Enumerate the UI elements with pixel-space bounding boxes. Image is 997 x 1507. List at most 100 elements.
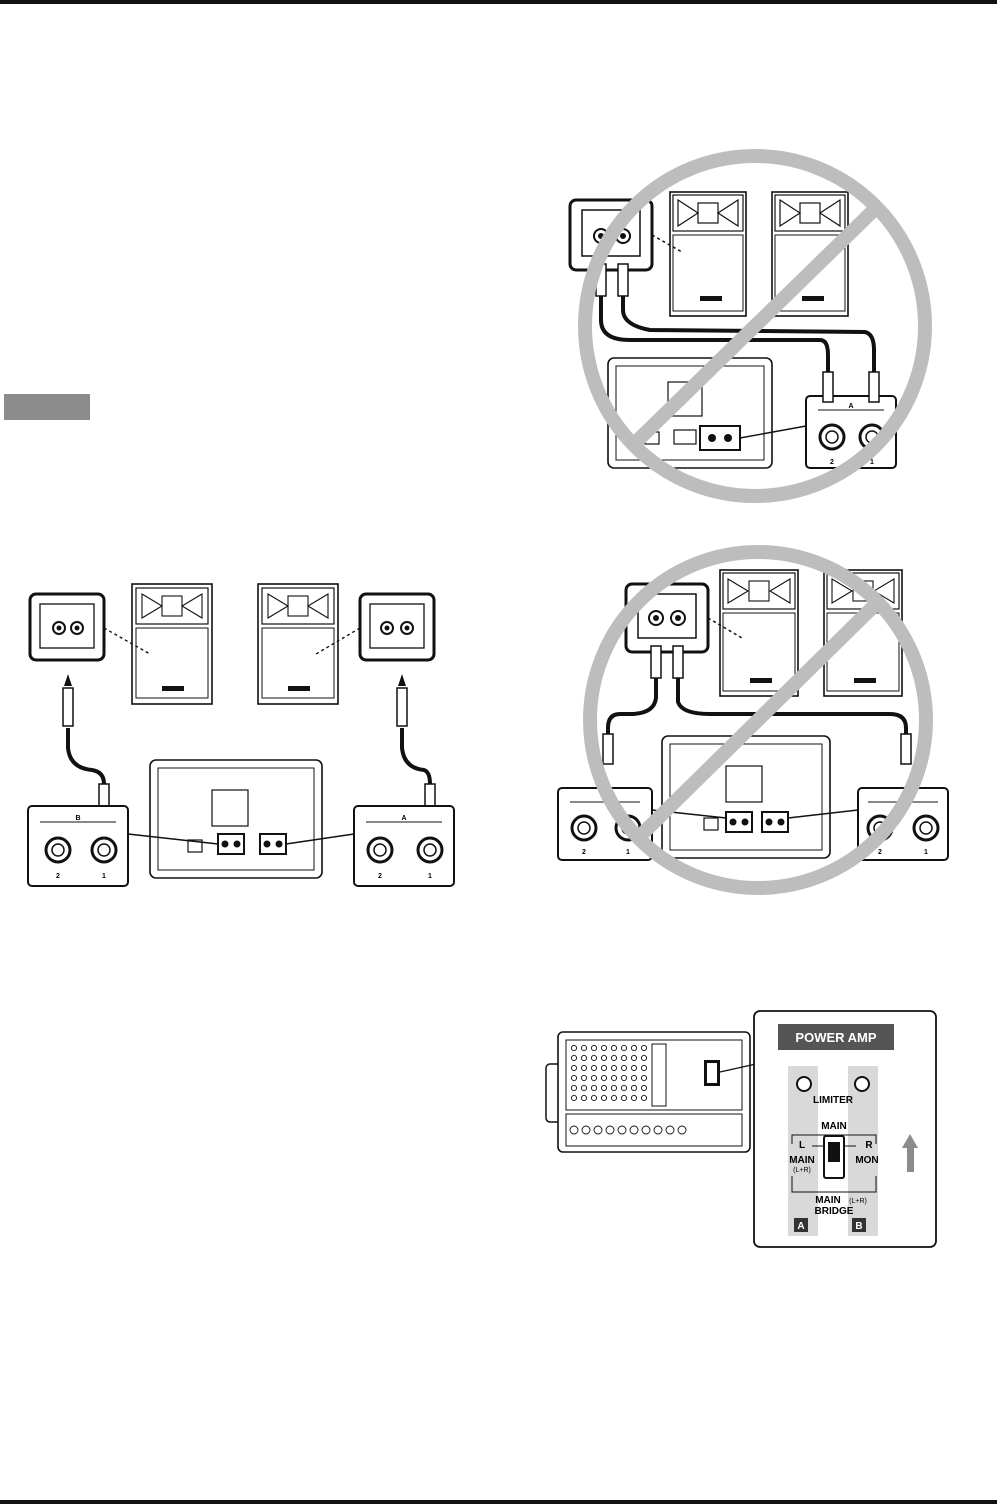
mixer-knob	[630, 1064, 638, 1072]
bridge-sub: (L+R)	[849, 1198, 867, 1205]
mixer-front-panel	[545, 1031, 751, 1153]
mixer-knob	[580, 1074, 588, 1082]
mixer-knob	[580, 1084, 588, 1092]
jack-label: 2	[878, 849, 882, 856]
mixer-knob	[630, 1094, 638, 1102]
speaker-left	[131, 583, 213, 705]
mixer-input-jack	[665, 1125, 675, 1135]
mixer-input-jack	[629, 1125, 639, 1135]
bottom-rule	[0, 1500, 997, 1504]
speaker-jack-panel-right	[358, 592, 436, 662]
figure-power-amp-mode: POWER AMP LIMITER MAIN L R MAIN (L+R) MO…	[545, 1010, 937, 1248]
mixer-knob	[580, 1064, 588, 1072]
jack-label: 1	[626, 849, 630, 856]
mixer-knob	[620, 1084, 628, 1092]
l-label: L	[799, 1140, 805, 1151]
jack-label: 1	[870, 459, 874, 466]
mixer-knob	[600, 1084, 608, 1092]
mixer-knob	[640, 1044, 648, 1052]
jack-label: 2	[378, 873, 382, 880]
jack-label: 1	[924, 849, 928, 856]
mixer-input-jack	[581, 1125, 591, 1135]
prohibited-icon	[583, 545, 933, 895]
mixer-knob	[570, 1064, 578, 1072]
speaker-jack-panel-left	[28, 592, 106, 662]
mixer-knob	[610, 1044, 618, 1052]
mixer-input-jack	[641, 1125, 651, 1135]
mixer-knob	[580, 1054, 588, 1062]
mixer-knob	[590, 1094, 598, 1102]
main-label: MAIN	[821, 1121, 847, 1132]
mixer-knob	[630, 1054, 638, 1062]
jack-label: 2	[582, 849, 586, 856]
mixer-knob	[570, 1084, 578, 1092]
mixer-input-jack	[569, 1125, 579, 1135]
mixer-knob	[620, 1054, 628, 1062]
power-amp-panel: POWER AMP LIMITER MAIN L R MAIN (L+R) MO…	[753, 1010, 937, 1248]
mixer-knob	[590, 1044, 598, 1052]
main-lr-label: MAIN	[789, 1155, 815, 1166]
limiter-label: LIMITER	[813, 1095, 854, 1106]
mixer-knob	[590, 1064, 598, 1072]
jack-label: 2	[830, 459, 834, 466]
figure-incorrect-connection-1: A 2 1	[568, 149, 932, 503]
jack-label: 1	[102, 873, 106, 880]
mixer-knob	[620, 1094, 628, 1102]
arrow-up-icon	[902, 1134, 918, 1172]
figure-correct-connection: B 2 1 A 2 1	[27, 583, 455, 887]
figure-incorrect-connection-2: B 2 1 A 2 1	[557, 545, 949, 895]
mixer-input-jack	[653, 1125, 663, 1135]
mixer-knob	[610, 1074, 618, 1082]
mixer-input-jack	[605, 1125, 615, 1135]
mixer-knob	[630, 1074, 638, 1082]
mixer-knob	[600, 1064, 608, 1072]
bridge-label: BRIDGE	[815, 1206, 854, 1217]
mixer-knob	[570, 1054, 578, 1062]
mixer-knob	[620, 1044, 628, 1052]
mixer-knob	[610, 1064, 618, 1072]
mixer-knob	[600, 1054, 608, 1062]
mixer-knob	[600, 1094, 608, 1102]
channel-label: A	[848, 403, 853, 410]
mixer-knob	[610, 1084, 618, 1092]
note-tab	[4, 394, 90, 420]
mixer-input-jack	[593, 1125, 603, 1135]
mixer-knob	[640, 1054, 648, 1062]
jack-label: 1	[428, 873, 432, 880]
speaker-cables	[66, 728, 432, 785]
main-bridge-label: MAIN	[815, 1195, 841, 1206]
mixer-knob	[580, 1044, 588, 1052]
mixer-knob	[580, 1094, 588, 1102]
main-lr-sub: (L+R)	[793, 1167, 811, 1174]
mixer-knob	[600, 1074, 608, 1082]
plugs	[602, 645, 912, 765]
output-jack-box-a: A 2 1	[353, 805, 455, 887]
mixer-input-jack	[677, 1125, 687, 1135]
speaker-left	[719, 569, 799, 697]
mixer-knob	[590, 1084, 598, 1092]
output-jack-box-b: B 2 1	[27, 805, 129, 887]
mixer-knob	[590, 1074, 598, 1082]
jack-label: 2	[56, 873, 60, 880]
badge-a: A	[797, 1221, 804, 1232]
speaker-cables	[606, 678, 908, 734]
mixer-knob	[640, 1094, 648, 1102]
mixer-rear-panel	[149, 759, 323, 879]
mixer-input-jack	[617, 1125, 627, 1135]
mixer-knob	[610, 1094, 618, 1102]
mixer-knob	[640, 1074, 648, 1082]
mixer-knob	[640, 1084, 648, 1092]
r-label: R	[865, 1140, 873, 1151]
mixer-knob	[630, 1084, 638, 1092]
power-amp-title: POWER AMP	[795, 1030, 876, 1045]
mixer-knob	[640, 1064, 648, 1072]
speaker-right	[257, 583, 339, 705]
mon-label: MON	[855, 1155, 878, 1166]
channel-label: A	[401, 815, 406, 822]
mixer-knob	[570, 1074, 578, 1082]
mixer-knob	[600, 1044, 608, 1052]
speaker-left	[669, 191, 747, 317]
mixer-knob	[590, 1054, 598, 1062]
mixer-knob	[570, 1044, 578, 1052]
mixer-knob	[620, 1074, 628, 1082]
